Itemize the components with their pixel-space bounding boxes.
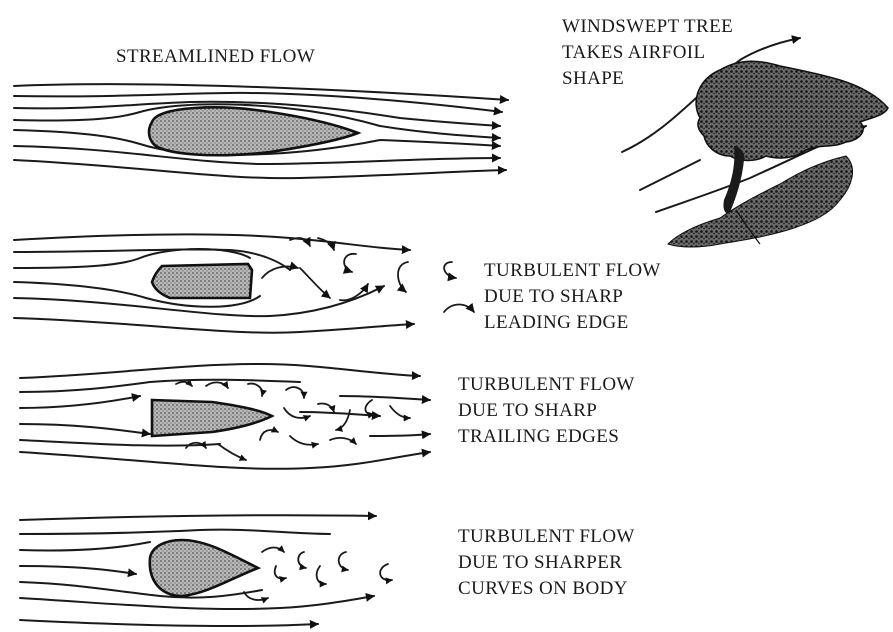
windswept-tree-label: WINDSWEPT TREE TAKES AIRFOIL SHAPE — [562, 14, 733, 92]
leading-label-line-2: DUE TO SHARP — [484, 284, 661, 310]
leading-label-line-1: TURBULENT FLOW — [484, 258, 661, 284]
leading-edge-label: TURBULENT FLOW DUE TO SHARP LEADING EDGE — [484, 258, 661, 336]
trailing-edge-panel — [20, 364, 430, 469]
tree-label-line-2: TAKES AIRFOIL — [562, 40, 733, 66]
leading-edge-panel — [14, 234, 474, 332]
trailing-label-line-1: TURBULENT FLOW — [458, 372, 635, 398]
sharper-curves-label: TURBULENT FLOW DUE TO SHARPER CURVES ON … — [458, 524, 635, 602]
streamlined-flow-label: STREAMLINED FLOW — [116, 44, 315, 70]
leading-label-line-3: LEADING EDGE — [484, 310, 661, 336]
curves-label-line-2: DUE TO SHARPER — [458, 550, 635, 576]
curves-label-line-1: TURBULENT FLOW — [458, 524, 635, 550]
streamlined-flow-title: STREAMLINED FLOW — [116, 44, 315, 70]
streamlined-flow-panel — [14, 84, 508, 178]
trailing-edge-label: TURBULENT FLOW DUE TO SHARP TRAILING EDG… — [458, 372, 635, 450]
tree-label-line-3: SHAPE — [562, 66, 733, 92]
sharper-curves-body — [150, 540, 258, 596]
trailing-label-line-3: TRAILING EDGES — [458, 424, 635, 450]
trailing-label-line-2: DUE TO SHARP — [458, 398, 635, 424]
sharper-curves-panel — [20, 515, 392, 626]
tree-label-line-1: WINDSWEPT TREE — [562, 14, 733, 40]
trailing-edge-body — [152, 400, 272, 436]
leading-edge-body — [152, 264, 252, 298]
curves-label-line-3: CURVES ON BODY — [458, 576, 635, 602]
